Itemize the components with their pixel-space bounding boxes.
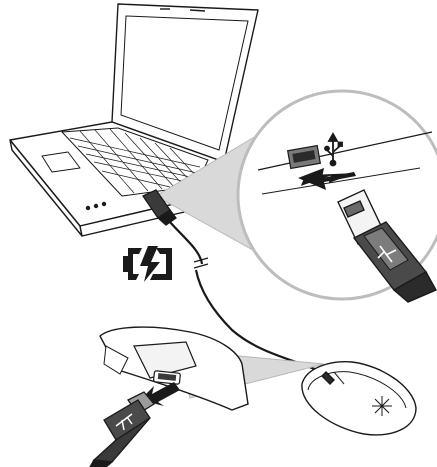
wireless-mouse-icon bbox=[302, 362, 416, 435]
mouse-usb-port-icon bbox=[153, 371, 180, 385]
mouse-port-callout bbox=[90, 327, 324, 467]
charging-battery-icon bbox=[123, 246, 172, 282]
micro-usb-plug-icon bbox=[90, 392, 154, 467]
status-light-icon bbox=[372, 396, 392, 416]
